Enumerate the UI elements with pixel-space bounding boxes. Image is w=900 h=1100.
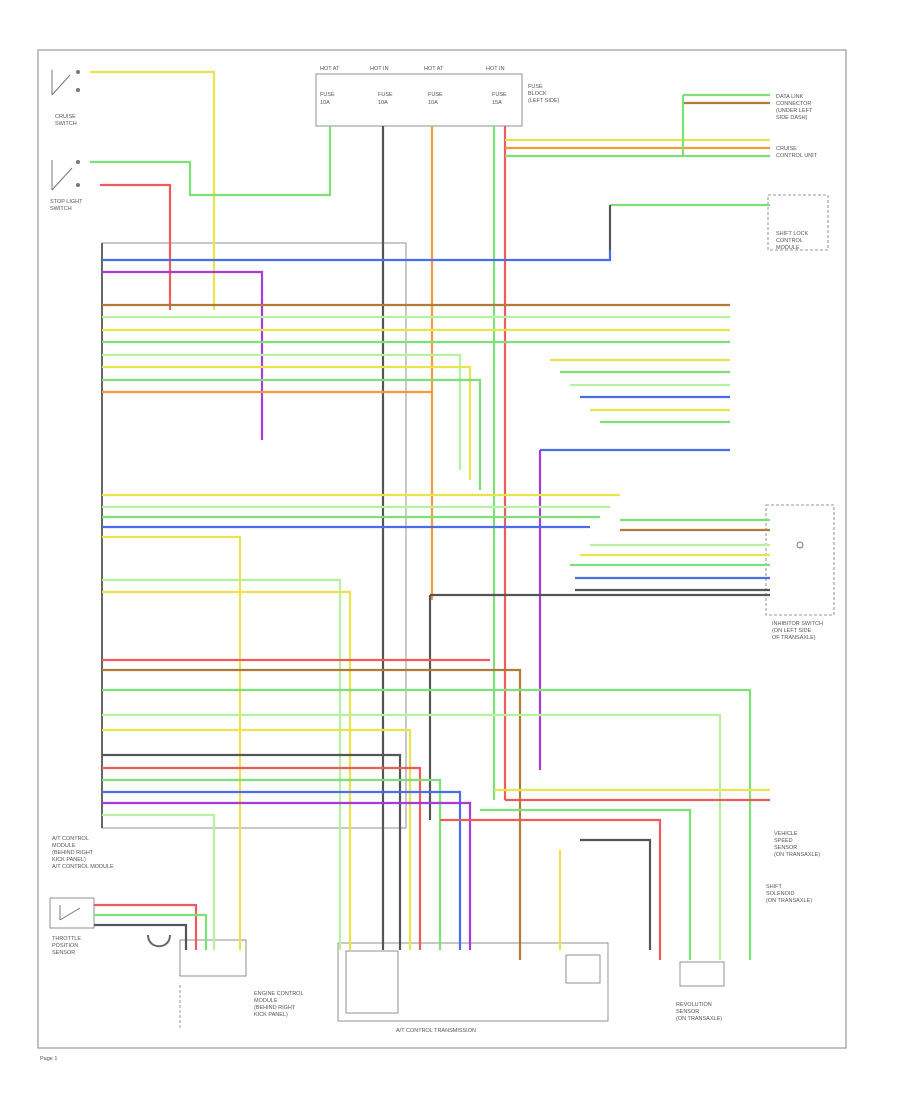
svg-text:THROTTLE: THROTTLE (52, 936, 81, 942)
svg-text:HOT AT: HOT AT (320, 66, 340, 72)
svg-text:FUSE: FUSE (492, 92, 507, 98)
diagram-frame (37, 49, 847, 1049)
svg-text:10A: 10A (428, 100, 438, 106)
svg-text:SWITCH: SWITCH (55, 121, 77, 127)
svg-text:(ON LEFT SIDE: (ON LEFT SIDE (772, 628, 812, 634)
svg-text:15A: 15A (492, 100, 502, 106)
svg-text:(ON TRANSAXLE): (ON TRANSAXLE) (676, 1016, 722, 1022)
svg-text:FUSE: FUSE (378, 92, 393, 98)
fuse-block: HOT AT HOT IN HOT AT HOT IN FUSE FUSE FUSE FUS… (315, 66, 560, 127)
svg-text:CONNECTOR: CONNECTOR (776, 101, 811, 107)
svg-text:CRUISE: CRUISE (776, 146, 797, 152)
svg-text:(ON TRANSAXLE): (ON TRANSAXLE) (774, 852, 820, 858)
svg-text:(BEHIND RIGHT: (BEHIND RIGHT (52, 850, 94, 856)
svg-text:SHIFT LOCK: SHIFT LOCK (776, 231, 809, 237)
svg-text:SPEED: SPEED (774, 838, 793, 844)
svg-text:(LEFT SIDE): (LEFT SIDE) (528, 98, 560, 104)
svg-text:KICK PANEL): KICK PANEL) (254, 1012, 288, 1018)
svg-text:ENGINE CONTROL: ENGINE CONTROL (254, 991, 304, 997)
svg-text:SENSOR: SENSOR (774, 845, 797, 851)
svg-text:10A: 10A (320, 100, 330, 106)
svg-text:A/T CONTROL: A/T CONTROL (52, 836, 89, 842)
svg-text:MODULE: MODULE (52, 843, 76, 849)
tcm-label: A/T CONTROL MODULE (52, 864, 114, 870)
svg-text:FUSE: FUSE (320, 92, 335, 98)
svg-text:HOT AT: HOT AT (424, 66, 444, 72)
transmission-box: A/T CONTROL TRANSMISSION (337, 942, 609, 1034)
svg-text:DATA LINK: DATA LINK (776, 94, 804, 100)
svg-text:STOP LIGHT: STOP LIGHT (50, 199, 83, 205)
svg-text:SOLENOID: SOLENOID (766, 891, 794, 897)
svg-text:SENSOR: SENSOR (52, 950, 75, 956)
svg-text:10A: 10A (378, 100, 388, 106)
svg-text:FUSE: FUSE (528, 84, 543, 90)
svg-text:CONTROL UNIT: CONTROL UNIT (776, 153, 818, 159)
svg-text:SHIFT: SHIFT (766, 884, 783, 890)
svg-text:SIDE DASH): SIDE DASH) (776, 115, 808, 121)
svg-text:(ON TRANSAXLE): (ON TRANSAXLE) (766, 898, 812, 904)
svg-text:(UNDER LEFT: (UNDER LEFT (776, 108, 813, 114)
svg-text:BLOCK: BLOCK (528, 91, 547, 97)
svg-text:REVOLUTION: REVOLUTION (676, 1002, 712, 1008)
svg-text:OF TRANSAXLE): OF TRANSAXLE) (772, 635, 816, 641)
svg-text:CONTROL: CONTROL (776, 238, 803, 244)
svg-text:HOT IN: HOT IN (370, 66, 389, 72)
page-label: Page 1 (40, 1056, 57, 1062)
svg-text:MODULE: MODULE (776, 245, 800, 251)
svg-text:MODULE: MODULE (254, 998, 278, 1004)
wires (90, 70, 770, 960)
svg-text:HOT IN: HOT IN (486, 66, 505, 72)
svg-text:(BEHIND RIGHT: (BEHIND RIGHT (254, 1005, 296, 1011)
svg-text:POSITION: POSITION (52, 943, 78, 949)
svg-text:KICK PANEL): KICK PANEL) (52, 857, 86, 863)
svg-text:A/T CONTROL TRANSMISSION: A/T CONTROL TRANSMISSION (396, 1028, 476, 1034)
svg-text:SENSOR: SENSOR (676, 1009, 699, 1015)
svg-text:FUSE: FUSE (428, 92, 443, 98)
svg-text:SWITCH: SWITCH (50, 206, 72, 212)
svg-text:CRUISE: CRUISE (55, 114, 76, 120)
svg-text:VEHICLE: VEHICLE (774, 831, 798, 837)
svg-text:INHIBITOR SWITCH: INHIBITOR SWITCH (772, 621, 823, 627)
